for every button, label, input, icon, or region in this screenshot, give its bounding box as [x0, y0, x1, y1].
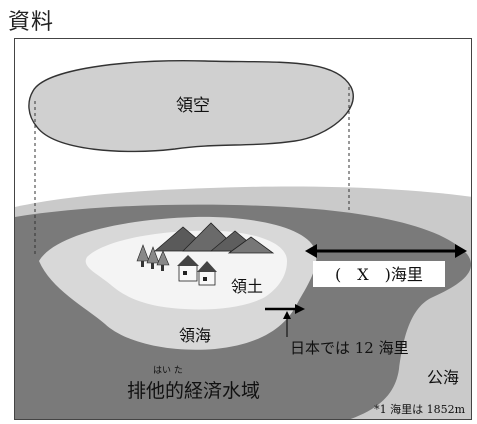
mountains-illustration [153, 222, 275, 254]
territorial-sea-arrow [265, 304, 305, 314]
eez-ruby-label: はい た [153, 365, 183, 376]
x-label-box [313, 261, 445, 287]
diagram-frame: 領空 領土 領海 ( X )海里 日本では 12 海里 はい た 排他的経済水域… [14, 38, 472, 420]
trees-illustration [136, 244, 170, 271]
x-distance-arrow [305, 244, 467, 258]
japan-note-pointer [283, 311, 291, 337]
x-nautical-miles-label: ( X )海里 [335, 265, 423, 284]
territorial-sea-label: 領海 [179, 326, 211, 345]
japan-12-nautical-miles-note: 日本では 12 海里 [290, 339, 409, 357]
high-seas-label: 公海 [427, 368, 459, 387]
airspace-label: 領空 [176, 96, 210, 116]
airspace-shape [28, 60, 354, 153]
page-title: 資料 [8, 10, 55, 35]
footnote-label: *1 海里は 1852m [374, 402, 465, 416]
eez-label: 排他的経済水域 [127, 380, 260, 402]
diagram-canvas: 領空 領土 領海 ( X )海里 日本では 12 海里 はい た 排他的経済水域… [15, 60, 471, 419]
houses-illustration [177, 255, 217, 286]
territory-label: 領土 [231, 277, 263, 296]
